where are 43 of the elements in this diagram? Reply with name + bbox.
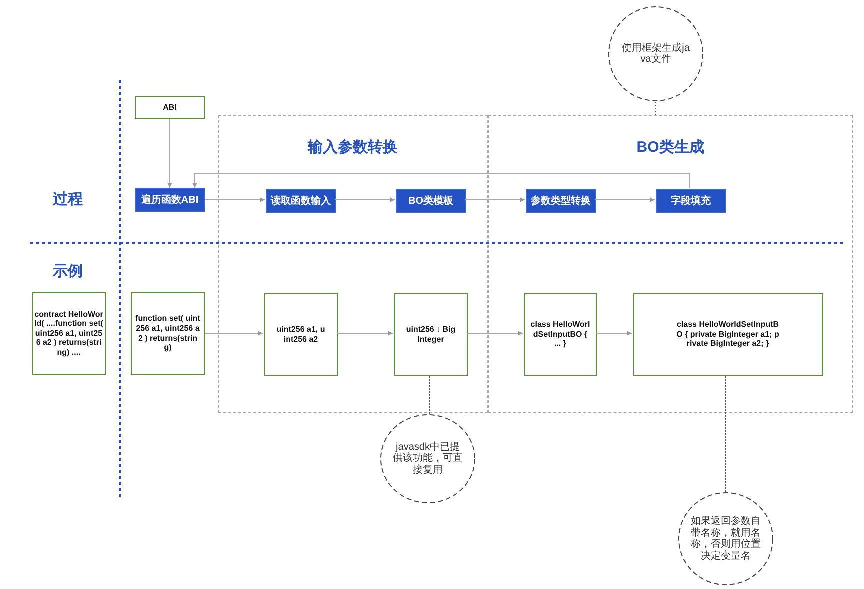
- arrow: [192, 174, 690, 188]
- arrow: [466, 331, 524, 336]
- example-box: [633, 293, 823, 376]
- example-box: [264, 293, 338, 376]
- note-text: 使用框架生成java文件: [621, 42, 691, 66]
- box-label: class HelloWorldSetInputBO { ... }: [530, 320, 592, 349]
- arrow: [204, 198, 266, 202]
- example-box: [524, 293, 597, 376]
- arrow: [334, 198, 396, 202]
- example-box: [131, 292, 205, 375]
- box-label: uint256 ↓ BigInteger: [406, 324, 456, 344]
- box-label: class HelloWorldSetInputBO { private BigInteger a1; private BigInteger a2; }: [676, 320, 780, 349]
- box-label: 参数类型转换: [531, 194, 591, 208]
- arrow: [594, 198, 656, 202]
- example-box: [32, 292, 106, 375]
- box-label: 读取函数输入: [271, 194, 331, 208]
- example-box: [135, 96, 205, 119]
- group-title: BO类生成: [636, 138, 704, 157]
- box-label: ABI: [163, 102, 177, 112]
- row-label: 示例: [53, 262, 83, 281]
- arrow: [336, 331, 394, 336]
- process-box: [396, 189, 466, 213]
- box-label: uint256 a1, uint256 a2: [276, 324, 326, 344]
- process-box: [656, 189, 726, 213]
- note-text: 如果返回参数自带名称，就用名称，否则用位置决定变量名: [690, 516, 762, 562]
- arrow: [464, 198, 526, 202]
- group-title: 输入参数转换: [308, 138, 398, 157]
- row-label: 过程: [53, 190, 83, 209]
- arrow: [168, 118, 172, 188]
- group-frame: [488, 115, 853, 413]
- process-box: [266, 189, 336, 213]
- group-frame: [218, 115, 488, 413]
- process-box: [526, 189, 596, 213]
- arrow: [204, 331, 264, 336]
- example-box: [394, 293, 468, 376]
- arrow: [596, 331, 632, 336]
- box-label: 遍历函数ABI: [141, 193, 199, 207]
- box-label: 字段填充: [671, 194, 711, 208]
- note-text: javasdk中已提供该功能，可直接复用: [392, 442, 464, 476]
- process-box: [135, 188, 205, 212]
- box-label: contract HelloWorld( ....function set( uint256 a1, uint256 a2 ) returns(string) ....: [34, 310, 104, 358]
- box-label: function set( uint256 a1, uint256 a2 ) returns(string): [135, 314, 201, 353]
- box-label: BO类模板: [408, 194, 454, 208]
